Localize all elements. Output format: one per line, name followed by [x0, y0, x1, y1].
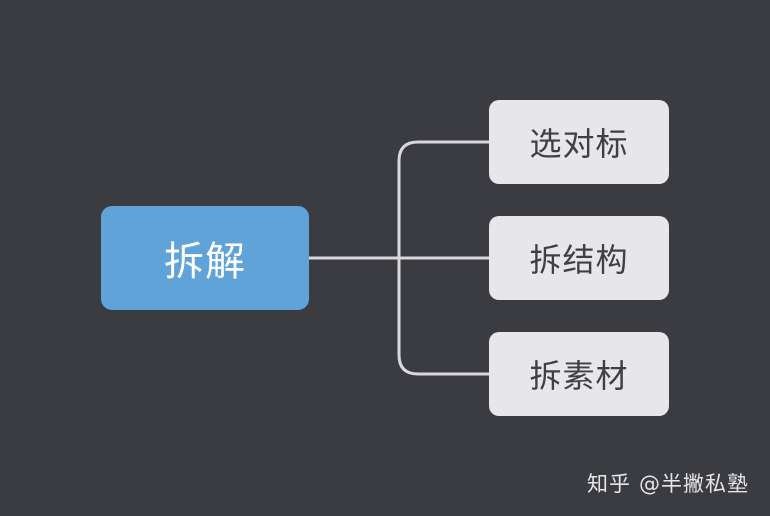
child-node-label: 拆结构 — [529, 241, 629, 279]
child-node-label: 选对标 — [529, 125, 629, 163]
child-node-label: 拆素材 — [529, 357, 629, 395]
watermark: 知乎 @半撇私塾 — [587, 468, 749, 498]
watermark-author: @半撇私塾 — [639, 472, 749, 496]
child-node-break-material: 拆素材 — [489, 332, 669, 416]
watermark-site: 知乎 — [587, 472, 631, 496]
root-node: 拆解 — [101, 206, 309, 310]
connector-branch-top — [397, 140, 491, 376]
child-node-select-benchmark: 选对标 — [489, 100, 669, 184]
root-node-label: 拆解 — [164, 239, 246, 285]
child-node-break-structure: 拆结构 — [489, 216, 669, 300]
